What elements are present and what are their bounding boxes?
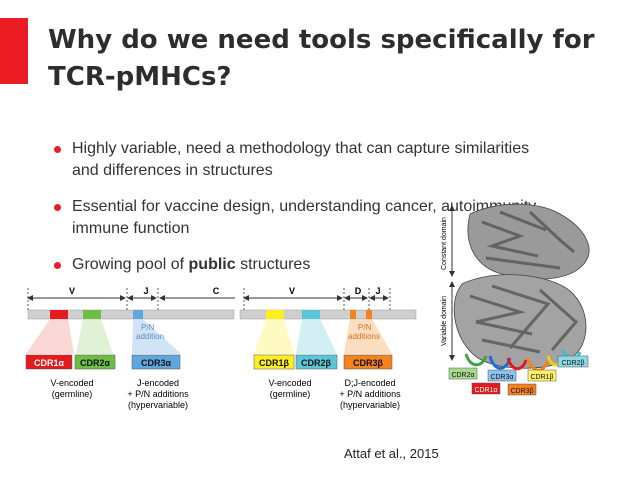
beta-cdr2-box [295, 354, 338, 370]
bullet-bold-text: public [188, 256, 236, 273]
alpha-v-caption: V-encoded [50, 378, 93, 388]
beta-cdr3-label: CDR3β [353, 358, 384, 368]
bullet-text-line: immune function [72, 220, 190, 237]
alpha-cdr3-segment [133, 310, 143, 319]
bullet-text-line: Essential for vaccine design, understand… [72, 198, 540, 215]
bullet-text-line: Highly variable, need a methodology that… [72, 140, 530, 157]
alpha-j-caption: J-encoded [137, 378, 179, 388]
beta-dj-caption: + P/N additions [339, 389, 401, 399]
alpha-cdr1-box [25, 354, 73, 370]
title-line-1: Why do we need tools specifically for [48, 25, 595, 55]
beta-cdr3-box [343, 354, 393, 370]
beta-pn-label: additions [348, 332, 380, 341]
beta-cdr2-projection [296, 319, 337, 354]
beta-v-caption: (germline) [270, 389, 311, 399]
beta-dj-caption: D;J-encoded [344, 378, 395, 388]
bullet-text: structures [235, 256, 311, 273]
beta-cdr1-projection [254, 319, 294, 354]
alpha-gene-bar [27, 309, 235, 320]
bullet-dot-icon [54, 146, 61, 153]
beta-gene-bar [239, 309, 417, 320]
beta-pn-label: P/N [358, 323, 372, 332]
struct-cdr2a-label: CDR2α [451, 372, 474, 379]
beta-cdr1-label: CDR1β [259, 358, 290, 368]
alpha-pn-label: addition [136, 332, 164, 341]
bullet-item: Highly variable, need a methodology that… [52, 138, 612, 182]
slide-title: Why do we need tools specifically for TC… [48, 22, 628, 96]
beta-chain-diagram: V D J P/N additions CDR1β CDR2β CDR3β V-… [239, 286, 417, 410]
title-accent-bar [0, 18, 28, 84]
alpha-j-caption: + P/N additions [127, 389, 189, 399]
bullet-dot-icon [54, 204, 61, 211]
alpha-chain-diagram: V J C P/N addition CDR1α CDR2α CDR3α V-e… [25, 286, 235, 410]
struct-cdr2a-box [448, 367, 478, 380]
beta-cdr3-segment-1 [350, 310, 356, 319]
struct-cdr1b-box [527, 369, 557, 382]
struct-cdr3b-box [507, 383, 537, 396]
alpha-cdr2-label: CDR2α [80, 358, 111, 368]
struct-cdr2b-box [557, 355, 589, 368]
bullet-list: Highly variable, need a methodology that… [52, 138, 612, 290]
bullet-dot-icon [54, 262, 61, 269]
beta-cdr3-projection [344, 319, 392, 354]
bullet-text-line: and differences in structures [72, 162, 273, 179]
struct-cdr1a-box [471, 382, 501, 395]
tcr-structure-image: Constant domain Variable domain CDR2α CD… [441, 203, 590, 396]
alpha-cdr2-projection [76, 319, 113, 354]
beta-region-v: V [289, 286, 295, 296]
beta-cdr1-segment [266, 310, 284, 319]
alpha-cdr1-segment [50, 310, 68, 319]
struct-cdr2b-label: CDR2β [561, 360, 584, 367]
title-line-2: TCR-pMHCs? [48, 62, 232, 92]
beta-cdr3-segment-2 [366, 310, 372, 319]
struct-cdr1a-label: CDR1α [474, 387, 497, 394]
alpha-cdr3-projection [132, 319, 181, 354]
beta-region-d: D [355, 286, 362, 296]
beta-v-caption: V-encoded [268, 378, 311, 388]
beta-cdr1-box [253, 354, 295, 370]
struct-cdr1b-label: CDR1β [530, 374, 553, 381]
struct-cdr3a-label: CDR3α [490, 374, 513, 381]
alpha-cdr3-label: CDR3α [141, 358, 172, 368]
beta-region-j: J [375, 286, 380, 296]
alpha-cdr3-box [131, 354, 181, 370]
beta-cdr2-label: CDR2β [301, 358, 332, 368]
alpha-pn-label: P/N [141, 323, 155, 332]
variable-domain-label: Variable domain [441, 296, 448, 346]
bullet-text: Growing pool of [72, 256, 189, 273]
alpha-cdr1-label: CDR1α [34, 358, 65, 368]
struct-cdr3b-label: CDR3β [510, 388, 533, 395]
alpha-v-caption: (germline) [52, 389, 93, 399]
constant-domain-ribbon [467, 203, 590, 280]
struct-cdr3a-box [487, 369, 517, 382]
alpha-cdr2-box [74, 354, 116, 370]
citation: Attaf et al., 2015 [344, 446, 439, 461]
bullet-item: Growing pool of public structures [52, 254, 612, 276]
alpha-region-j: J [143, 286, 148, 296]
bullet-item: Essential for vaccine design, understand… [52, 196, 612, 240]
alpha-region-v: V [69, 286, 75, 296]
alpha-cdr2-segment [83, 310, 101, 319]
beta-cdr2-segment [302, 310, 320, 319]
alpha-region-c: C [213, 286, 220, 296]
alpha-j-caption: (hypervariable) [128, 400, 188, 410]
alpha-cdr1-projection [26, 319, 74, 354]
constant-domain-label: Constant domain [441, 217, 448, 270]
beta-dj-caption: (hypervariable) [340, 400, 400, 410]
